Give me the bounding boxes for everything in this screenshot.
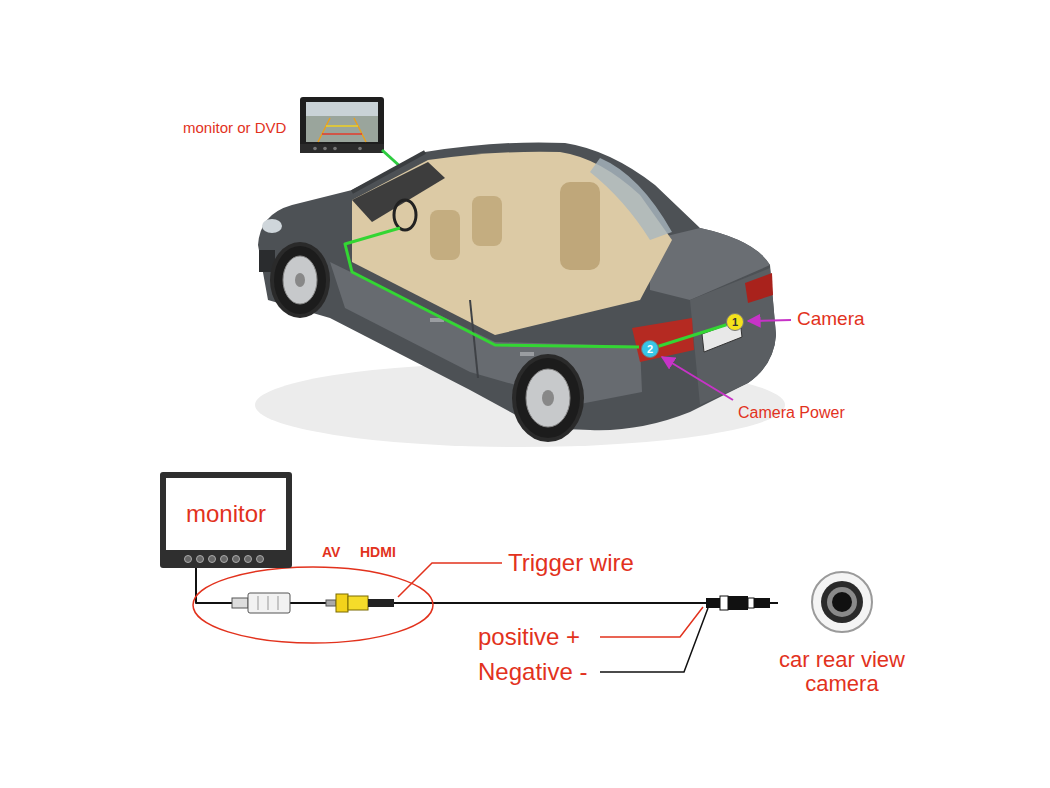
camera-connector	[754, 598, 770, 608]
monitor-button	[358, 147, 362, 151]
callout-arrow	[662, 357, 733, 400]
camera-wire	[659, 325, 727, 347]
monitor-button	[209, 556, 216, 563]
highlight-ellipse	[193, 567, 433, 643]
camera-lens	[827, 587, 857, 617]
rim	[526, 369, 570, 427]
rca-tip	[326, 600, 336, 606]
callout-text: 2	[647, 344, 653, 355]
monitor-button	[233, 556, 240, 563]
dvd-monitor-picture	[300, 97, 384, 153]
guide-line	[326, 125, 358, 127]
monitor-box: monitor	[160, 472, 292, 568]
camera-connector	[728, 596, 748, 610]
node-text: monitor	[186, 500, 266, 528]
callout-number: 1	[726, 313, 744, 331]
callout-text: 1	[732, 317, 738, 328]
rca-strain-relief	[368, 599, 394, 607]
monitor-button	[313, 147, 317, 151]
monitor-button	[333, 147, 337, 151]
door-line	[470, 300, 478, 378]
rca-plug	[348, 596, 368, 610]
monitor-button	[257, 556, 264, 563]
monitor-bezel	[300, 144, 384, 153]
node-text: car rear view camera	[778, 648, 906, 696]
wheel-arch	[270, 242, 330, 318]
monitor-button	[245, 556, 252, 563]
monitor-button	[323, 147, 327, 151]
camera-connector	[720, 596, 728, 610]
camera-lens	[832, 592, 852, 612]
ground-wire	[600, 608, 708, 672]
monitor-screen	[306, 102, 378, 142]
car-interior	[352, 152, 672, 335]
steering-wheel	[394, 200, 416, 230]
camera-icon	[810, 570, 874, 634]
hub	[542, 390, 554, 406]
camera-lens	[821, 581, 863, 623]
rear-seat	[560, 182, 600, 270]
plug-ridges	[258, 596, 278, 610]
camera-connector	[706, 598, 720, 608]
camera-connector	[748, 598, 754, 608]
rca-plug	[336, 594, 348, 612]
door-handle	[520, 352, 534, 356]
tail-light	[745, 273, 773, 303]
monitor-button	[185, 556, 192, 563]
camera-wire-route	[345, 228, 639, 347]
rim	[283, 256, 317, 304]
part-label: Camera	[797, 308, 865, 330]
monitor-button	[221, 556, 228, 563]
callout-arrow	[748, 320, 791, 321]
monitor-buttons	[180, 553, 272, 565]
tire	[516, 358, 580, 438]
wire-label: positive +	[478, 623, 580, 651]
windshield-pillar	[352, 152, 425, 192]
dashboard	[352, 162, 445, 222]
av-plug	[248, 593, 290, 613]
guide-line	[322, 133, 362, 135]
guide-lines	[318, 118, 366, 142]
part-label: monitor or DVD	[183, 119, 286, 136]
screen-sky	[306, 102, 378, 116]
wire-label: Negative -	[478, 658, 587, 686]
headlight	[262, 219, 282, 233]
hub	[295, 273, 305, 287]
leader-line	[398, 563, 502, 597]
rear-window	[590, 158, 672, 240]
camera-lens	[812, 572, 872, 632]
callout-number: 2	[641, 340, 659, 358]
monitor-frame	[300, 97, 384, 153]
tire	[274, 246, 326, 314]
camera-node: car rear view camera	[778, 570, 906, 696]
av-plug	[232, 598, 248, 608]
car-rear-face	[690, 268, 776, 405]
tail-light	[632, 318, 694, 362]
power-wire	[600, 607, 703, 637]
connector-label: AV	[322, 544, 340, 560]
seat	[472, 196, 502, 246]
connector-label: HDMI	[360, 544, 396, 560]
wheel-arch	[512, 354, 584, 442]
wire-label: Trigger wire	[508, 549, 634, 577]
monitor-button	[197, 556, 204, 563]
seat	[430, 210, 460, 260]
part-label: Camera Power	[738, 404, 845, 422]
